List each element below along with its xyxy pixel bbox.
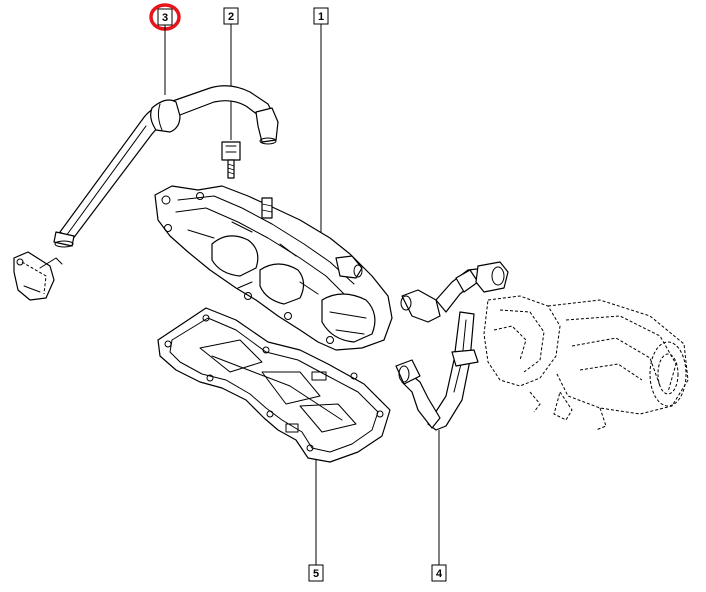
part-1-oil-separator[interactable] (154, 185, 393, 351)
part-5-gasket[interactable] (157, 307, 391, 463)
callout-4[interactable]: 4 (431, 564, 447, 582)
callout-5-label: 5 (313, 568, 319, 580)
callout-4-label: 4 (436, 568, 443, 580)
part-3-breather-hose[interactable] (13, 85, 279, 301)
callout-2-label: 2 (228, 11, 234, 23)
separator-outlet-spigot (335, 255, 363, 279)
callout-2[interactable]: 2 (223, 7, 239, 25)
pipe-grommet (451, 349, 479, 367)
separator-dome-center (259, 263, 305, 305)
pipe-end-fitting (395, 359, 421, 385)
hose-elbow-fitting (255, 107, 279, 143)
hose-sleeve (150, 99, 181, 133)
callout-5[interactable]: 5 (308, 564, 324, 582)
turbo-intake-context (475, 261, 689, 431)
separator-dome-left (211, 235, 259, 277)
separator-dome-right (321, 293, 376, 343)
part-4-pipe[interactable] (395, 267, 489, 431)
part-2-bolt[interactable] (221, 141, 241, 179)
pipe-inlet-connector (401, 289, 441, 323)
callout-3-label: 3 (162, 12, 168, 24)
callout-1[interactable]: 1 (313, 7, 329, 25)
callout-1-label: 1 (318, 11, 324, 23)
hose-left-connector (13, 251, 55, 301)
